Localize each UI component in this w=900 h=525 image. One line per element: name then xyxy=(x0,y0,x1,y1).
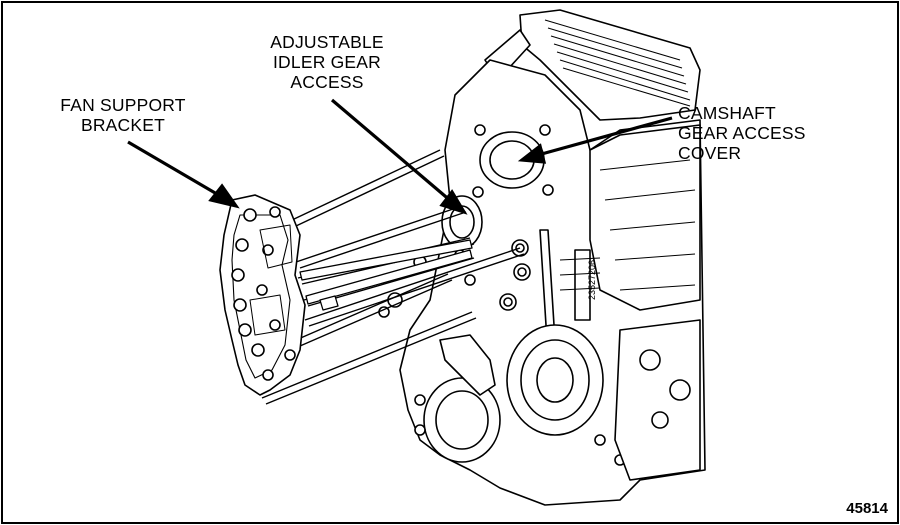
fan-support-bracket-label-line2: BRACKET xyxy=(80,115,166,135)
camshaft-cover-arrowhead xyxy=(517,143,547,164)
fan-bracket-arrowhead xyxy=(208,183,240,209)
fan-bracket-leader xyxy=(127,140,223,199)
studs xyxy=(299,239,473,311)
camshaft-label-line1: CAMSHAFT xyxy=(678,103,776,123)
idler-gear-label-line1: ADJUSTABLE xyxy=(270,32,384,52)
idler-gear-arrowhead xyxy=(439,189,468,215)
engine-block: 23527206 xyxy=(378,9,706,506)
camshaft-label-line2: GEAR ACCESS xyxy=(678,123,806,143)
idler-gear-label-line2: IDLER GEAR xyxy=(273,52,381,72)
idler-gear-label-line3: ACCESS xyxy=(290,72,364,92)
fan-support-bracket xyxy=(219,194,306,396)
leader-arrows xyxy=(127,98,673,215)
fan-support-bracket-label: FAN SUPPORT BRACKET xyxy=(48,95,198,135)
camshaft-gear-access-cover-label: CAMSHAFT GEAR ACCESS COVER xyxy=(678,103,848,163)
adjustable-idler-gear-access-label: ADJUSTABLE IDLER GEAR ACCESS xyxy=(252,32,402,92)
camshaft-cover-leader xyxy=(537,116,673,157)
svg-text:23527206: 23527206 xyxy=(587,260,597,300)
camshaft-label-line3: COVER xyxy=(678,143,742,163)
idler-gear-leader xyxy=(330,98,454,204)
figure-number: 45814 xyxy=(846,500,888,517)
fan-support-bracket-label-line1: FAN SUPPORT xyxy=(60,95,186,115)
